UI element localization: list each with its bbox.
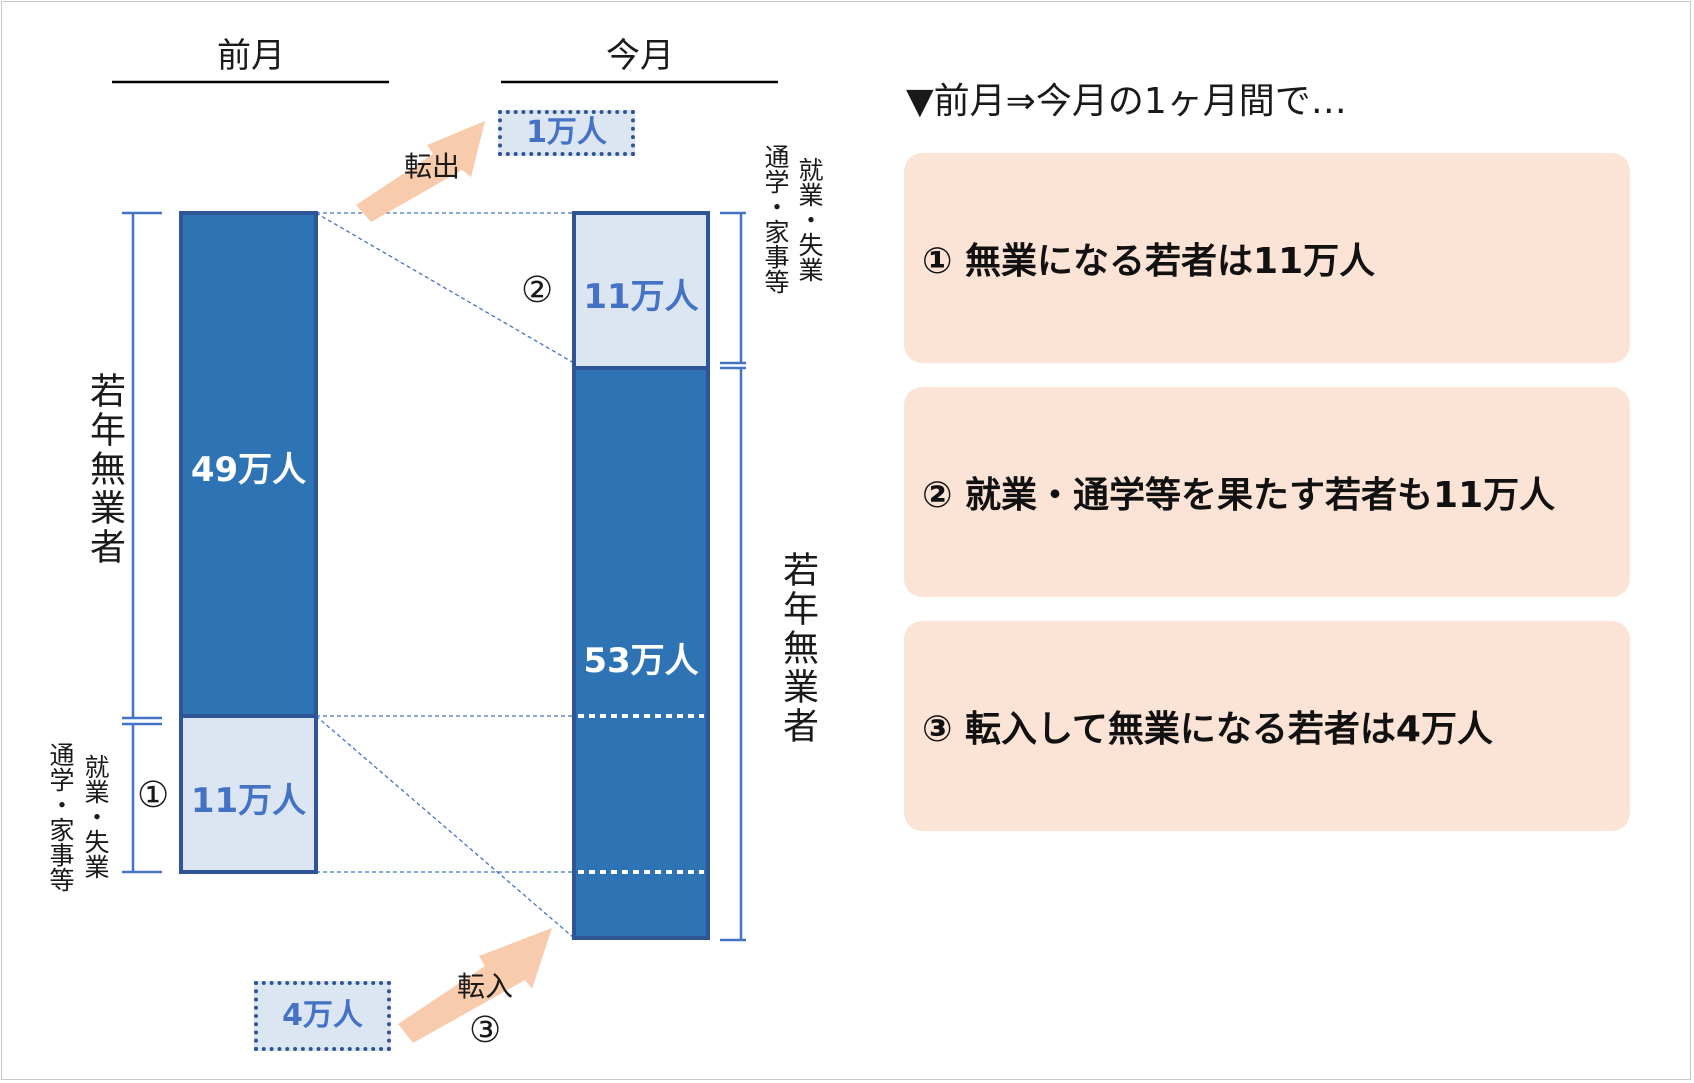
prev-working-bracket [122,722,162,874]
this-working-label-line1: 就業・失業 [795,157,824,282]
prev-working-label-line1: 就業・失業 [81,754,110,879]
prev-working-bar [179,714,318,874]
connector-lines [315,212,575,939]
this-unemployed-bracket [720,366,746,942]
summary-item-2: ② 就業・通学等を果たす若者も11万人 [922,475,1556,516]
this-working-value: 11万人 [574,269,708,318]
prev-unemployed-value-text: 49万人 [190,450,307,490]
marker-two: ② [521,270,554,311]
this-unemployed-value-text: 53万人 [583,641,699,681]
this-working-label-line2: 通学・家事等 [761,144,790,294]
inflow-arrow [398,928,552,1043]
prev-month-header: 前月 [217,36,285,76]
this-working-bar [572,211,710,370]
prev-unemployed-bar [179,211,318,718]
this-unemployed-value: 53万人 [574,633,708,682]
outflow-arrow [356,121,485,222]
inflow-value: 4万人 [282,998,363,1033]
summary-card-3: ③ 転入して無業になる若者は4万人 [904,621,1630,831]
prev-unemployed-value: 49万人 [181,442,316,491]
prev-working-value-text: 11万人 [190,781,307,821]
this-working-bracket [720,211,746,365]
summary-item-1: ① 無業になる若者は11万人 [922,241,1376,282]
this-unemployed-bar [572,366,710,940]
prev-unemployed-label: 若年無業者 [84,372,125,567]
summary-item-3: ③ 転入して無業になる若者は4万人 [922,709,1493,750]
marker-three: ③ [469,1010,502,1051]
marker-one: ① [137,775,170,816]
outflow-value: 1万人 [526,115,607,150]
this-unemployed-label: 若年無業者 [777,551,818,746]
this-month-header: 今月 [606,36,674,76]
prev-working-label-line2: 通学・家事等 [46,742,75,892]
summary-title: ▼前月⇒今月の1ヶ月間で… [906,81,1347,122]
inflow-label: 転入 [457,970,514,1003]
outflow-label: 転出 [404,150,461,183]
summary-card-2: ② 就業・通学等を果たす若者も11万人 [904,387,1630,597]
inflow-value-box: 4万人 [254,981,391,1051]
this-working-value-text: 11万人 [583,277,699,317]
summary-card-1: ① 無業になる若者は11万人 [904,153,1630,363]
prev-working-value: 11万人 [181,773,316,822]
prev-unemployed-bracket [122,211,162,720]
outflow-value-box: 1万人 [498,110,635,156]
